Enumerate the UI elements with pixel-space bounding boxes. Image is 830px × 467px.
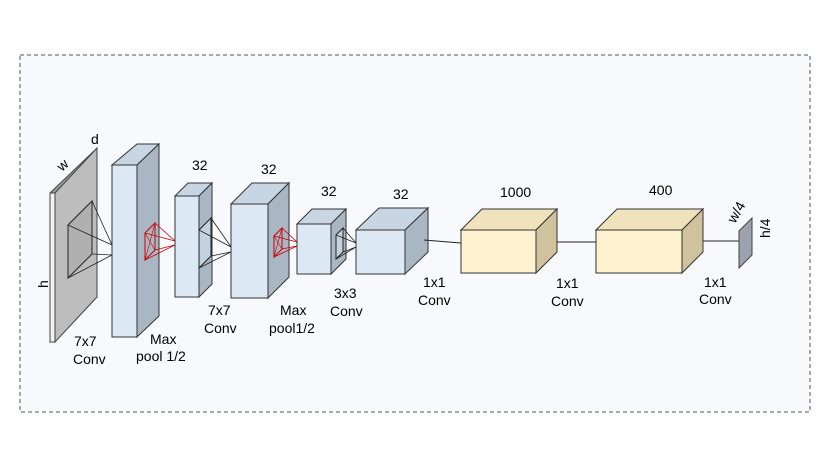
kernel-line xyxy=(273,245,298,258)
kernel-line xyxy=(281,245,298,250)
input-edge-strip xyxy=(49,192,56,343)
projection-line xyxy=(67,224,113,246)
pool1-kernel xyxy=(144,221,176,262)
projection-line xyxy=(67,254,113,279)
pool2-channels-label: 32 xyxy=(261,161,277,177)
projection-line xyxy=(342,227,357,244)
pool1-label-line2: pool 1/2 xyxy=(136,348,186,364)
input-volume: w d h xyxy=(35,131,113,344)
projection-line xyxy=(91,253,113,256)
conv2-front-face xyxy=(174,195,200,298)
input-h-label: h xyxy=(35,280,51,288)
projection-line xyxy=(210,251,232,257)
conv3-label-line1: 3x3 xyxy=(334,285,357,301)
projection-line xyxy=(342,246,357,253)
conv1-side-face xyxy=(136,142,160,339)
kernel-line xyxy=(273,235,298,243)
conv1-label-line2: Conv xyxy=(73,351,106,367)
conv6-block: 400 xyxy=(594,182,705,275)
conv1-block xyxy=(110,142,161,339)
kernel-line xyxy=(281,227,298,243)
conv6-channels-label: 400 xyxy=(649,182,673,198)
conv3-front-face xyxy=(296,223,332,275)
conv3-channels-label: 32 xyxy=(321,183,337,199)
conv4-channels-label: 32 xyxy=(393,186,409,202)
projection-line xyxy=(198,251,232,269)
conv3-block: 32 xyxy=(295,183,357,276)
conv1-front-face xyxy=(111,164,138,338)
conv6-front-face xyxy=(595,229,683,274)
kernel-line xyxy=(144,222,156,261)
conv1-label-line1: 7x7 xyxy=(74,333,97,349)
conv5-block: 1000 xyxy=(459,184,559,275)
conv3-label-line2: Conv xyxy=(330,303,363,319)
conv5-front-face xyxy=(460,229,537,274)
kernel-line xyxy=(144,232,176,242)
kernel-line xyxy=(273,227,283,258)
projection-line xyxy=(335,234,357,244)
kernel-line xyxy=(154,222,176,242)
conv4-front-face xyxy=(355,229,406,275)
connector-line xyxy=(423,239,462,244)
conv5-label-line2: Conv xyxy=(551,293,584,309)
input-d-label: d xyxy=(91,131,99,147)
kernel-line xyxy=(154,244,176,251)
conv4-block: 32 xyxy=(354,186,430,276)
projection-line xyxy=(198,229,232,248)
layer-labels: 7x7 Conv Max pool 1/2 7x7 Conv Max pool1… xyxy=(73,274,732,367)
projection-line xyxy=(335,246,357,260)
projection-line xyxy=(91,200,113,246)
conv2-label-line1: 7x7 xyxy=(208,302,231,318)
conv2-label-line2: Conv xyxy=(204,320,237,336)
conv6-label-line1: 1x1 xyxy=(704,274,727,290)
kernel-line xyxy=(144,244,176,261)
conv5-channels-label: 1000 xyxy=(500,184,531,200)
conv4-label-line1: 1x1 xyxy=(423,274,446,290)
conv2-channels-label: 32 xyxy=(192,157,208,173)
conv4-label-line2: Conv xyxy=(418,292,451,308)
projection-line xyxy=(210,217,232,248)
pool2-kernel xyxy=(273,226,298,259)
pool2-label-line1: Max xyxy=(280,302,306,318)
pool2-front-face xyxy=(230,203,269,299)
pool2-label-line2: pool1/2 xyxy=(269,320,315,336)
conv2-block: 32 xyxy=(173,157,232,299)
conv5-label-line1: 1x1 xyxy=(556,275,579,291)
output-face xyxy=(738,216,753,270)
pool2-block: 32 xyxy=(229,161,291,300)
conv6-label-line2: Conv xyxy=(699,291,732,307)
output-h-label: h/4 xyxy=(757,218,773,238)
pool1-label-line1: Max xyxy=(150,331,176,347)
